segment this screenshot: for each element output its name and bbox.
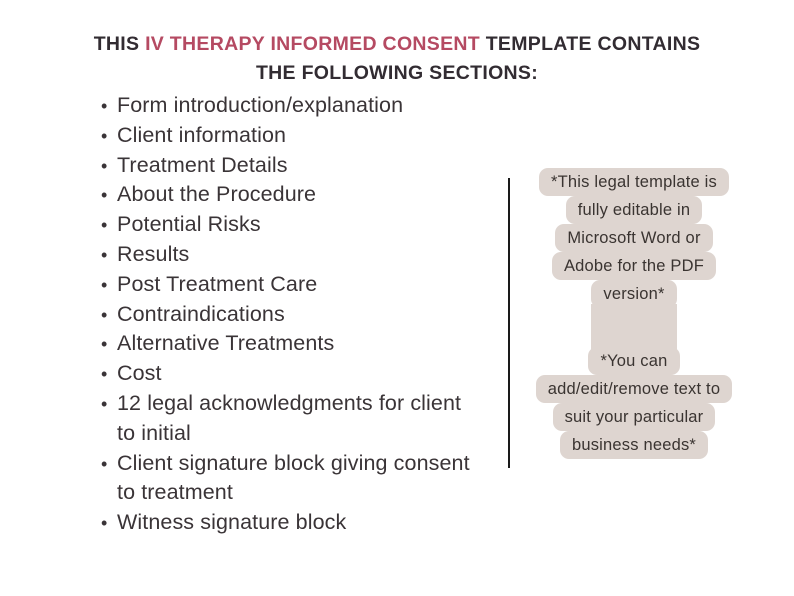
page-title: THIS IV THERAPY INFORMED CONSENT TEMPLAT… bbox=[0, 30, 794, 88]
note-line: Microsoft Word or bbox=[555, 224, 713, 252]
title-prefix: THIS bbox=[93, 33, 140, 55]
section-list-item: Post Treatment Care bbox=[100, 270, 498, 301]
note-line: fully editable in bbox=[565, 196, 703, 224]
section-list-item: Witness signature block bbox=[100, 508, 498, 539]
title-accent: IV THERAPY INFORMED CONSENT bbox=[145, 33, 480, 55]
sections-list: Form introduction/explanationClient info… bbox=[100, 91, 498, 539]
title-suffix: TEMPLATE CONTAINS bbox=[485, 33, 701, 55]
section-list-item: Cost bbox=[100, 359, 498, 390]
vertical-divider bbox=[508, 178, 510, 468]
section-list-item: Alternative Treatments bbox=[100, 329, 498, 360]
section-list-item: Contraindications bbox=[100, 300, 498, 331]
note-line: version* bbox=[591, 280, 677, 308]
highlight-connector bbox=[591, 304, 677, 351]
section-list-item: Results bbox=[100, 240, 498, 271]
section-list-item: Potential Risks bbox=[100, 210, 498, 241]
note-line: business needs* bbox=[559, 431, 709, 459]
note-line: *You can bbox=[588, 347, 680, 375]
section-list-item: About the Procedure bbox=[100, 180, 498, 211]
note-line: Adobe for the PDF bbox=[551, 252, 717, 280]
note-line: *This legal template is bbox=[538, 168, 729, 196]
title-line2: THE FOLLOWING SECTIONS: bbox=[255, 62, 539, 84]
note-line: add/edit/remove text to bbox=[535, 375, 733, 403]
section-list-item: Treatment Details bbox=[100, 151, 498, 182]
section-list-item: Client signature block giving consentto … bbox=[100, 449, 498, 509]
section-list-item: Client information bbox=[100, 121, 498, 152]
section-list-item: Form introduction/explanation bbox=[100, 91, 498, 122]
note-line: suit your particular bbox=[552, 403, 716, 431]
